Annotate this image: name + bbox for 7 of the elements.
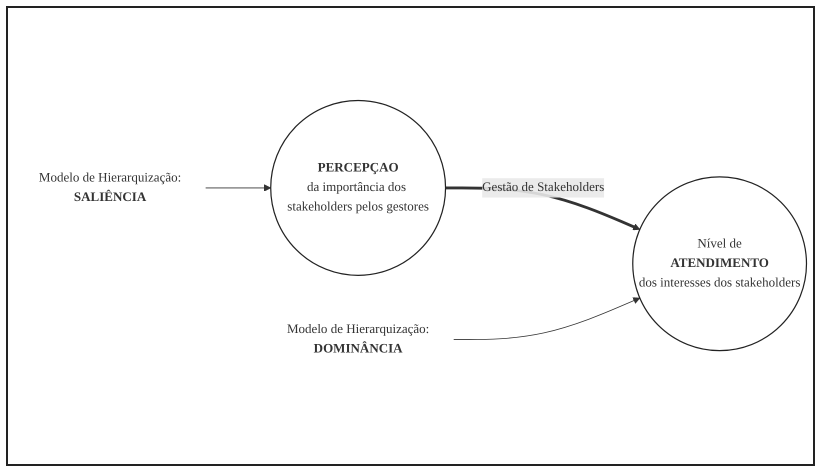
node-circle: PERCEPÇAO da importância dos stakeholders pelos gestores bbox=[270, 100, 446, 276]
node-circle: Nível de ATENDIMENTO dos interesses dos stakeholders bbox=[632, 176, 808, 352]
node-text: Modelo de Hierarquização: SALIÊNCIA bbox=[38, 170, 182, 204]
arrow bbox=[205, 184, 272, 192]
arrow bbox=[453, 297, 640, 340]
node-text: Modelo de Hierarquização: DOMINÂNCIA bbox=[286, 322, 430, 356]
edge-label: Gestão de Stakeholders bbox=[482, 180, 604, 195]
